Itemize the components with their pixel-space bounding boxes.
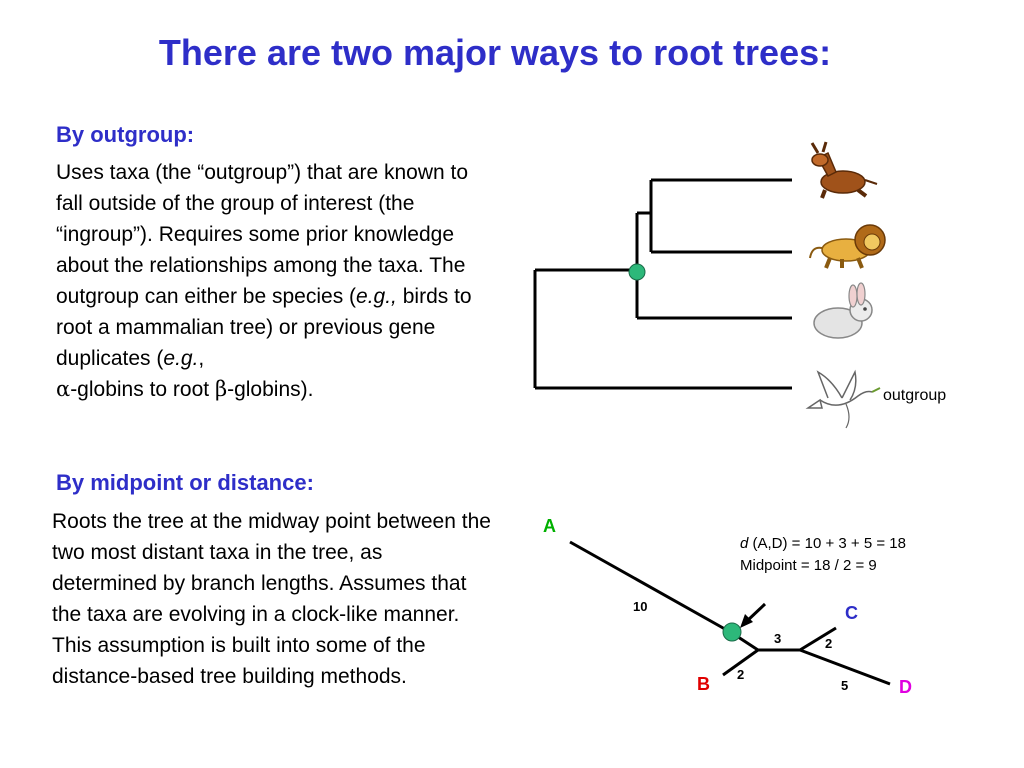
lion-icon: [809, 224, 886, 269]
outgroup-heading: By outgroup:: [56, 122, 195, 147]
taxon-a-label: A: [543, 516, 556, 536]
branch-length-b: 2: [737, 667, 744, 682]
taxon-b-label: B: [697, 674, 710, 694]
formula-d: d: [740, 535, 749, 552]
midpoint-heading: By midpoint or distance:: [56, 470, 314, 495]
outgroup-label: outgroup: [883, 387, 946, 404]
taxon-c-label: C: [845, 603, 858, 623]
distance-formula: d (A,D) = 10 + 3 + 5 = 18: [740, 535, 906, 552]
alpha-symbol: α: [56, 377, 71, 401]
branch-c: [799, 626, 837, 652]
branch-length-d: 5: [841, 678, 848, 693]
arrow-icon: [740, 602, 767, 628]
branch-d: [799, 648, 891, 686]
branch-b: [722, 648, 759, 677]
slide-title: There are two major ways to root trees:: [158, 32, 832, 73]
branch-length-internal: 3: [774, 631, 781, 646]
donkey-icon: [810, 141, 878, 199]
outgroup-text-2: birds to root a mammalian tree) or previ…: [56, 285, 472, 370]
branch-length-a: 10: [633, 599, 647, 614]
outgroup-text-4: -globins to root: [70, 378, 215, 401]
midpoint-calculation: Midpoint = 18 / 2 = 9: [740, 557, 877, 574]
branch-a: [569, 540, 733, 635]
outgroup-text-5: -globins).: [227, 378, 314, 401]
midpoint-root-node: [722, 622, 742, 642]
midpoint-paragraph: Roots the tree at the midway point betwe…: [52, 510, 491, 688]
rabbit-icon: [813, 282, 873, 339]
outgroup-eg-1: e.g.,: [356, 285, 397, 308]
taxon-d-label: D: [899, 677, 912, 697]
beta-symbol: β: [214, 377, 228, 401]
outgroup-paragraph: Uses taxa (the “outgroup”) that are know…: [56, 157, 486, 405]
outgroup-text-3: ,: [198, 347, 205, 370]
branch-length-c: 2: [825, 636, 832, 651]
formula-rest: (A,D) = 10 + 3 + 5 = 18: [748, 535, 906, 552]
outgroup-root-node: [628, 263, 646, 281]
midpoint-tree-branches: [569, 540, 891, 686]
dove-icon: [805, 369, 881, 429]
outgroup-text-1: Uses taxa (the “outgroup”) that are know…: [56, 161, 469, 308]
outgroup-eg-2: e.g.: [163, 347, 199, 370]
outgroup-tree-branches: [533, 178, 792, 390]
